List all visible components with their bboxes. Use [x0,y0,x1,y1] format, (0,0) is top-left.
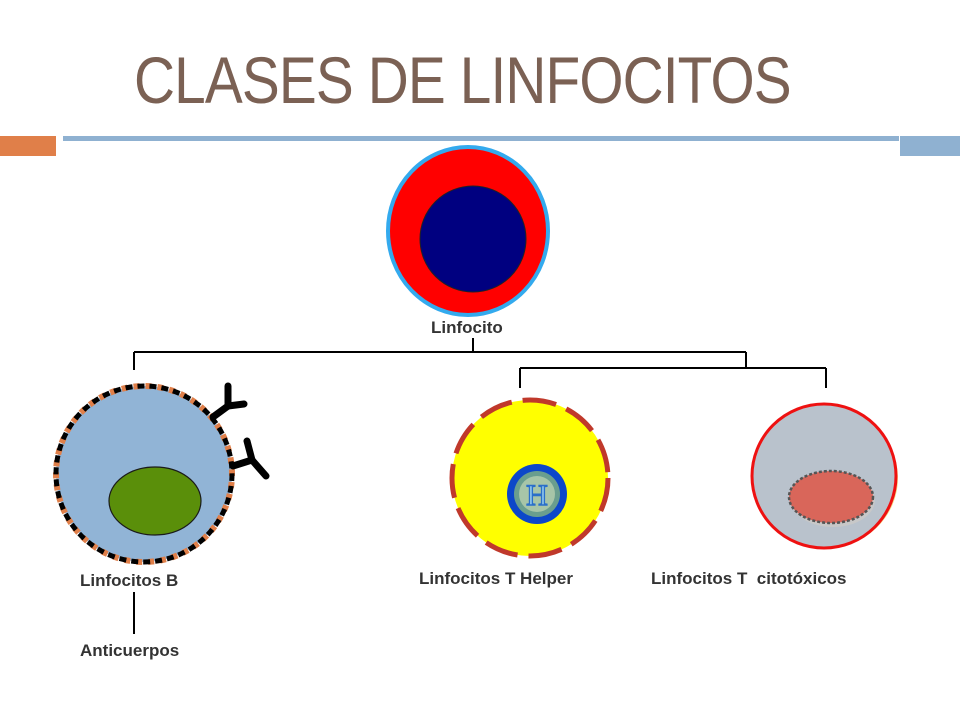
title-underline [63,136,899,141]
slide-title: CLASES DE LINFOCITOS [134,43,792,117]
b-cell-label: Linfocitos B [80,571,178,590]
t-cytotoxic-label: Linfocitos T citotóxicos [651,569,847,588]
connector-lines [133,338,827,634]
antibody-icon [229,437,270,480]
lymphocyte-label: Linfocito [431,318,503,337]
lymphocyte-cell [386,145,550,317]
helper-marker-h: H [526,479,548,512]
t-helper-cell: H [449,397,611,559]
title-accent-orange [0,136,56,156]
t-helper-label: Linfocitos T Helper [419,569,573,588]
b-cell [53,383,235,565]
title-accent-blue [900,136,960,156]
t-cytotoxic-cell [750,402,898,550]
antibodies-label: Anticuerpos [80,641,179,660]
antibody-icon [209,382,248,421]
